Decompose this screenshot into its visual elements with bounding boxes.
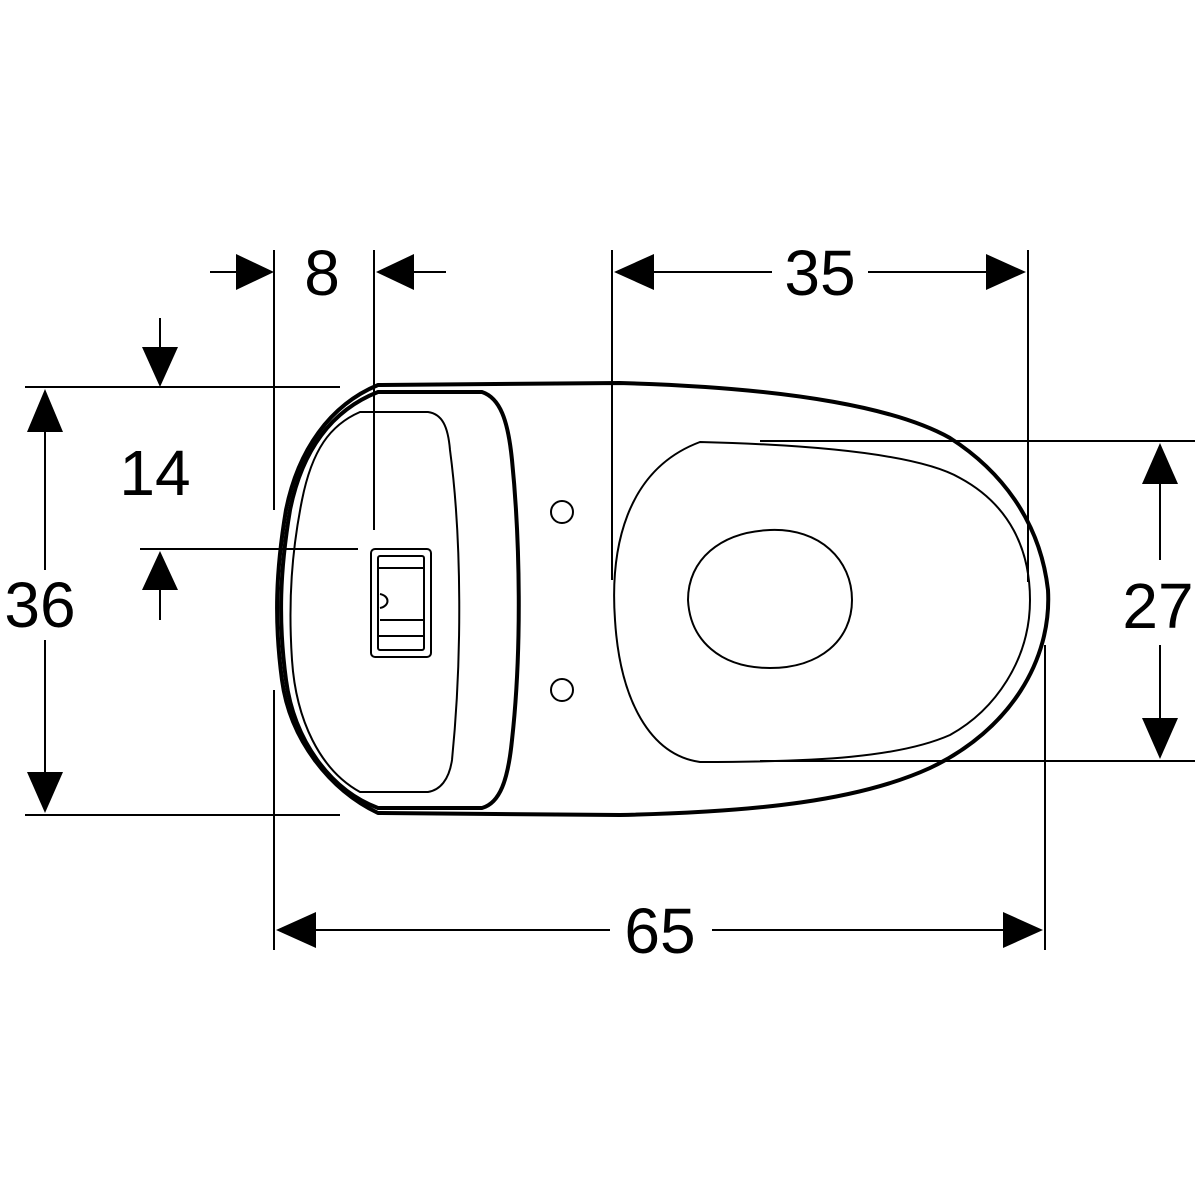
- dimension-button-offset-y: 14: [119, 318, 191, 620]
- dimension-label-8: 8: [304, 237, 340, 309]
- dimension-seat-width: 27: [1122, 443, 1194, 759]
- dimension-overall-length: 65: [276, 895, 1043, 967]
- toilet-body: [275, 381, 1051, 817]
- dimension-overall-width: 36: [4, 389, 76, 813]
- dimension-seat-depth: 35: [614, 237, 1026, 309]
- cistern-outline: [279, 390, 521, 810]
- flush-button: [370, 548, 432, 658]
- dimension-button-offset-x: 8: [210, 237, 446, 309]
- fixing-hole-top: [550, 500, 574, 524]
- toilet-outer-outline: [275, 381, 1051, 817]
- dimension-label-27: 27: [1122, 570, 1193, 642]
- fixing-hole-bottom: [550, 678, 574, 702]
- dimension-label-14: 14: [119, 437, 190, 509]
- cistern-lid: [289, 411, 461, 793]
- dimension-label-65: 65: [624, 895, 695, 967]
- seat-opening: [686, 528, 854, 670]
- extension-lines: [25, 250, 1195, 950]
- dimension-label-35: 35: [784, 237, 855, 309]
- seat-outline: [613, 440, 1032, 764]
- dimension-label-36: 36: [4, 569, 75, 641]
- flush-button-inner: [377, 555, 425, 651]
- flush-button-frame: [370, 548, 432, 658]
